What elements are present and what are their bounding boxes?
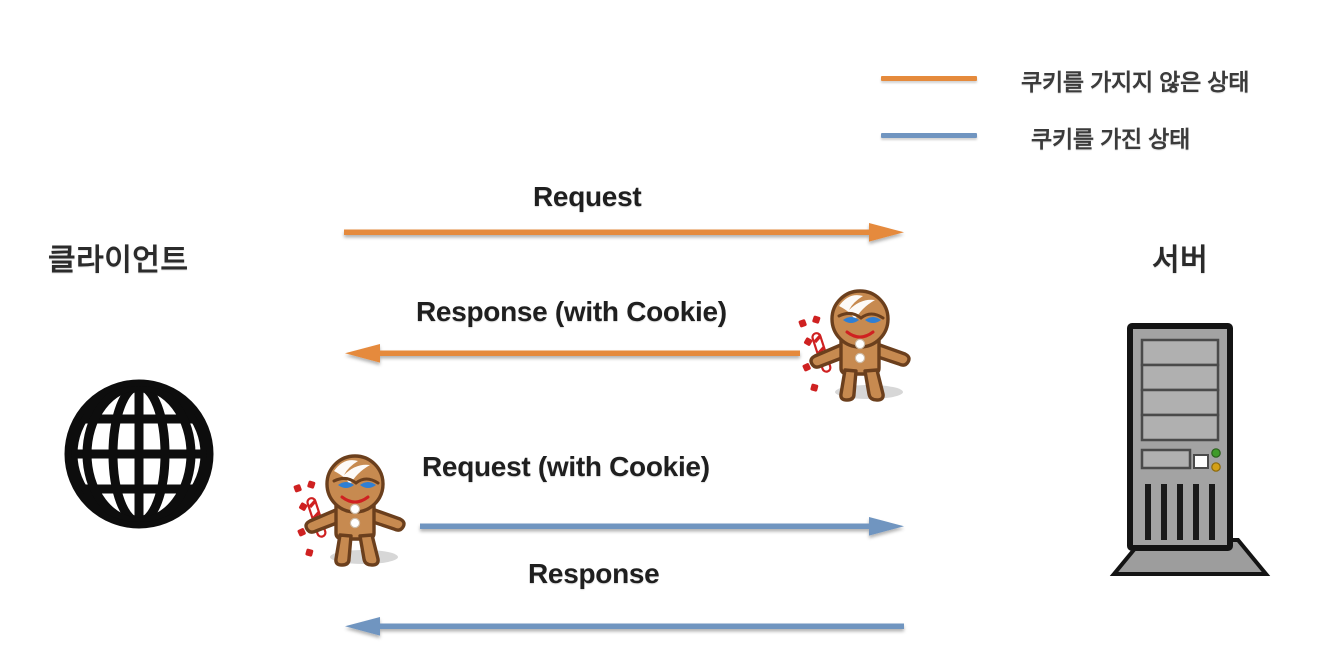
flow-arrow-request-with-cookie [420, 517, 904, 536]
flow-arrow-request [344, 223, 904, 242]
cookie-character-from-client [286, 441, 414, 569]
flow-arrow-response [345, 617, 904, 636]
client-label: 클라이언트 [48, 244, 189, 277]
legend-label-no-cookie: 쿠키를 가지지 않은 상태 [1021, 69, 1250, 95]
legend-label-with-cookie: 쿠키를 가진 상태 [1031, 126, 1191, 152]
legend-swatch-orange [881, 76, 977, 81]
legend-swatch-blue [881, 133, 977, 138]
legend: 쿠키를 가지지 않은 상태 쿠키를 가진 상태 [0, 0, 1334, 170]
server-tower-icon [1090, 312, 1290, 584]
flow-arrow-response-with-cookie [345, 344, 800, 363]
globe-icon [58, 373, 220, 535]
cookie-character-from-server [791, 276, 919, 404]
flow-label-response-with-cookie: Response (with Cookie) [416, 296, 727, 327]
flow-label-response: Response [528, 558, 660, 589]
flow-label-request-with-cookie: Request (with Cookie) [422, 451, 710, 482]
server-label: 서버 [1152, 244, 1209, 277]
flow-label-request: Request [533, 181, 642, 212]
